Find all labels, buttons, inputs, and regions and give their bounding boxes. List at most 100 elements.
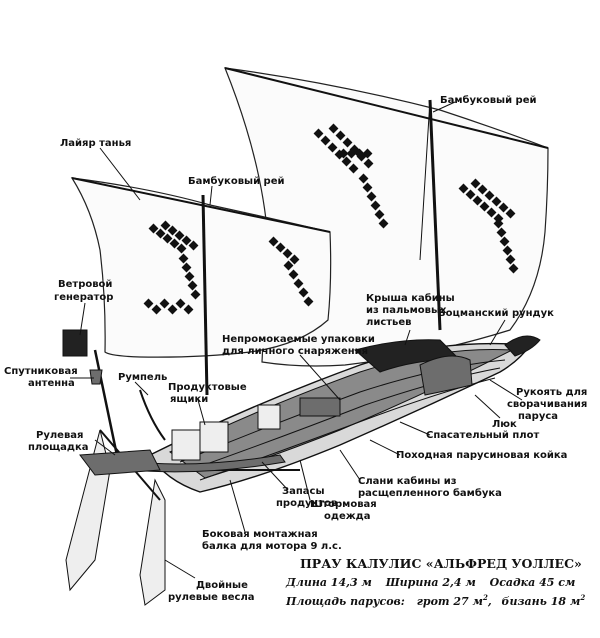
label-bosun-chest: Боцманский рундук bbox=[438, 308, 554, 319]
label-storm-2: одежда bbox=[324, 511, 371, 522]
sail-motif-square bbox=[346, 148, 357, 159]
sail-motif-square bbox=[283, 260, 294, 271]
masts bbox=[71, 67, 549, 396]
sail-motif-square bbox=[362, 182, 373, 193]
label-slats-1: Слани кабины из bbox=[358, 475, 457, 487]
caption-dimensions: Длина 14,3 м Ширина 2,4 м Осадка 45 см bbox=[285, 576, 575, 589]
sail-motif-square bbox=[498, 202, 509, 213]
label-waterproof-2: для личного снаряжения bbox=[222, 346, 368, 357]
sail-motif-square bbox=[162, 233, 173, 244]
label-food-boxes-2: ящики bbox=[170, 394, 208, 405]
sail-motif-square bbox=[268, 236, 279, 247]
sail-motif-square bbox=[472, 195, 483, 206]
sail-motif-square bbox=[505, 254, 516, 265]
sail-motif-square bbox=[491, 196, 502, 207]
sail-motif-square bbox=[499, 236, 510, 247]
sail-motif-square bbox=[155, 228, 166, 239]
label-hatch: Люк bbox=[492, 419, 517, 430]
sail-motif-square bbox=[338, 148, 349, 159]
sail-motif-square bbox=[288, 269, 299, 280]
caption-area-prefix: Площадь парусов: bbox=[285, 595, 405, 608]
sail-motif-square bbox=[470, 178, 481, 189]
label-food-boxes-1: Продуктовые bbox=[168, 382, 247, 393]
label-tiller: Румпель bbox=[118, 372, 167, 383]
sail-motif-square bbox=[465, 189, 476, 200]
label-storm-1: Штормовая bbox=[310, 499, 377, 510]
sail-motif-square bbox=[183, 304, 194, 315]
label-layar-tanya: Лайяр танья bbox=[60, 138, 131, 149]
label-rudder-platform-1: Рулевая bbox=[36, 430, 83, 441]
caption-main: грот 27 м bbox=[417, 595, 483, 608]
main-sail-motif-left bbox=[313, 123, 389, 229]
sail-motif-square bbox=[190, 289, 201, 300]
sail-motif-square bbox=[493, 218, 504, 229]
sail-motif-square bbox=[151, 304, 162, 315]
label-wind-generator-1: Ветровой bbox=[58, 279, 112, 290]
sail-motif-square bbox=[363, 158, 374, 169]
sail-motif-square bbox=[486, 207, 497, 218]
label-beam-1: Боковая монтажная bbox=[202, 529, 318, 540]
label-cabin-roof-3: листьев bbox=[366, 317, 412, 328]
sail-motif-square bbox=[378, 218, 389, 229]
label-bamboo-yard-mid: Бамбуковый рей bbox=[188, 175, 285, 187]
label-cabin-roof-2: из пальмовых bbox=[366, 305, 447, 316]
label-beam-2: балка для мотора 9 л.с. bbox=[202, 540, 342, 552]
sail-motif-square bbox=[293, 278, 304, 289]
labels: Бамбуковый рей Лайяр танья Бамбуковый ре… bbox=[4, 94, 587, 603]
sail-motif-square bbox=[176, 243, 187, 254]
sail-motif-square bbox=[181, 235, 192, 246]
sail-motif-square bbox=[362, 148, 373, 159]
sail-motif-square bbox=[484, 190, 495, 201]
sail-motif-square bbox=[148, 223, 159, 234]
sail-motif-square bbox=[275, 242, 286, 253]
mizzen-sail-motif-right bbox=[268, 236, 314, 307]
caption: ПРАУ КАЛУЛИС «АЛЬФРЕД УОЛЛЕС» Длина 14,3… bbox=[285, 556, 585, 608]
label-wind-generator-2: генератор bbox=[54, 292, 113, 303]
sail-motif-square bbox=[366, 191, 377, 202]
sail-motif-square bbox=[178, 253, 189, 264]
caption-main-sup: 2 bbox=[482, 593, 488, 602]
sail-motif-square bbox=[358, 173, 369, 184]
label-rudder-platform-2: площадка bbox=[28, 442, 89, 453]
label-furling-2: сворачивания bbox=[507, 399, 587, 410]
label-furling-3: паруса bbox=[518, 411, 558, 422]
label-furling-1: Рукоять для bbox=[516, 387, 587, 398]
sail-motif-square bbox=[458, 183, 469, 194]
main-sail-motif-right bbox=[458, 178, 519, 274]
sail-motif-square bbox=[167, 225, 178, 236]
sail-motif-square bbox=[493, 213, 504, 224]
sail-motif-square bbox=[370, 200, 381, 211]
label-supplies-2: продуктов bbox=[276, 498, 337, 509]
label-cabin-roof-1: Крыша кабины bbox=[366, 292, 455, 304]
sail-motif-square bbox=[354, 148, 365, 159]
sail-motif-square bbox=[502, 245, 513, 256]
sail-motif-square bbox=[187, 280, 198, 291]
sail-motif-square bbox=[313, 128, 324, 139]
label-sat-antenna-1: Спутниковая bbox=[4, 366, 78, 377]
sail-motif-square bbox=[169, 238, 180, 249]
caption-sail-area: Площадь парусов: грот 27 м2, бизань 18 м… bbox=[285, 593, 585, 608]
sail-motif-square bbox=[174, 230, 185, 241]
sail-motif-square bbox=[496, 227, 507, 238]
sail-motif-square bbox=[341, 156, 352, 167]
sail-motif-square bbox=[303, 296, 314, 307]
sail-motif-square bbox=[159, 298, 170, 309]
caption-length: Длина 14,3 м bbox=[285, 576, 372, 589]
sail-motif-square bbox=[477, 184, 488, 195]
caption-mizzen: бизань 18 м bbox=[502, 595, 581, 608]
label-sat-antenna-2: антенна bbox=[28, 378, 75, 389]
sail-motif-square bbox=[342, 137, 353, 148]
sail-motif-square bbox=[160, 220, 171, 231]
sail-motif-square bbox=[505, 208, 516, 219]
label-waterproof-1: Непромокаемые упаковки bbox=[222, 334, 375, 345]
sail-motif-square bbox=[143, 298, 154, 309]
sail-motif-square bbox=[335, 130, 346, 141]
mizzen-sail bbox=[70, 177, 332, 358]
sail-motif-square bbox=[282, 248, 293, 259]
sail-motif-square bbox=[508, 263, 519, 274]
sail-motif-square bbox=[320, 135, 331, 146]
caption-title: ПРАУ КАЛУЛИС «АЛЬФРЕД УОЛЛЕС» bbox=[300, 556, 582, 571]
caption-width: Ширина 2,4 м bbox=[385, 576, 476, 589]
label-slats-2: расщепленного бамбука bbox=[358, 487, 502, 499]
